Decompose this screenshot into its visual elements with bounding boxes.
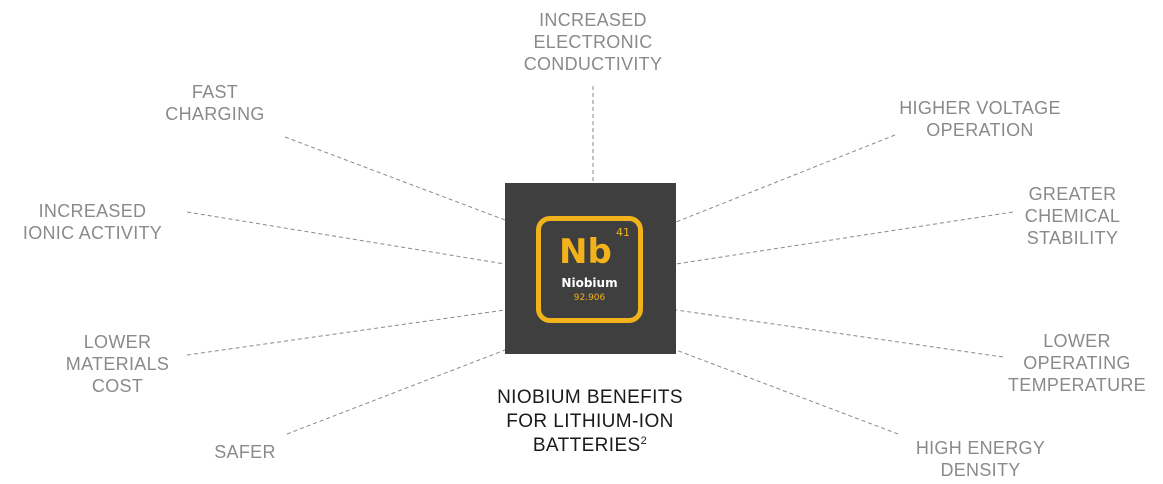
connector-higher-voltage-operation	[675, 134, 896, 223]
connector-lower-operating-temperature	[675, 309, 1004, 358]
niobium-tile: Nb 41 Niobium 92.906	[505, 183, 676, 354]
benefit-increased-electronic-conductivity: INCREASED ELECTRONIC CONDUCTIVITY	[523, 10, 663, 74]
caption-footnote-marker: 2	[640, 435, 648, 447]
benefit-higher-voltage-operation: HIGHER VOLTAGE OPERATION	[899, 98, 1061, 140]
benefit-lower-operating-temperature: LOWER OPERATING TEMPERATURE	[1008, 331, 1146, 395]
diagram-caption: NIOBIUM BENEFITS FOR LITHIUM-ION BATTERI…	[455, 386, 725, 458]
element-symbol: Nb	[559, 232, 612, 272]
caption-text: NIOBIUM BENEFITS FOR LITHIUM-ION BATTERI…	[497, 387, 683, 456]
element-name: Niobium	[561, 276, 618, 290]
benefit-increased-ionic-activity: INCREASED IONIC ACTIVITY	[22, 201, 163, 243]
connector-lower-materials-cost	[186, 309, 506, 356]
benefit-greater-chemical-stability: GREATER CHEMICAL STABILITY	[1024, 184, 1121, 248]
connector-high-energy-density	[675, 349, 899, 435]
benefit-high-energy-density: HIGH ENERGY DENSITY	[915, 438, 1046, 480]
niobium-element-card: Nb 41 Niobium 92.906	[536, 216, 643, 323]
connector-safer	[286, 349, 506, 435]
connector-greater-chemical-stability	[675, 211, 1014, 265]
benefit-fast-charging: FAST CHARGING	[165, 82, 265, 124]
connector-fast-charging	[284, 136, 506, 221]
benefit-lower-materials-cost: LOWER MATERIALS COST	[65, 332, 170, 396]
atomic-mass: 92.906	[573, 293, 606, 303]
connector-increased-ionic-activity	[186, 211, 506, 265]
atomic-number: 41	[616, 226, 630, 239]
benefit-safer: SAFER	[214, 442, 276, 462]
